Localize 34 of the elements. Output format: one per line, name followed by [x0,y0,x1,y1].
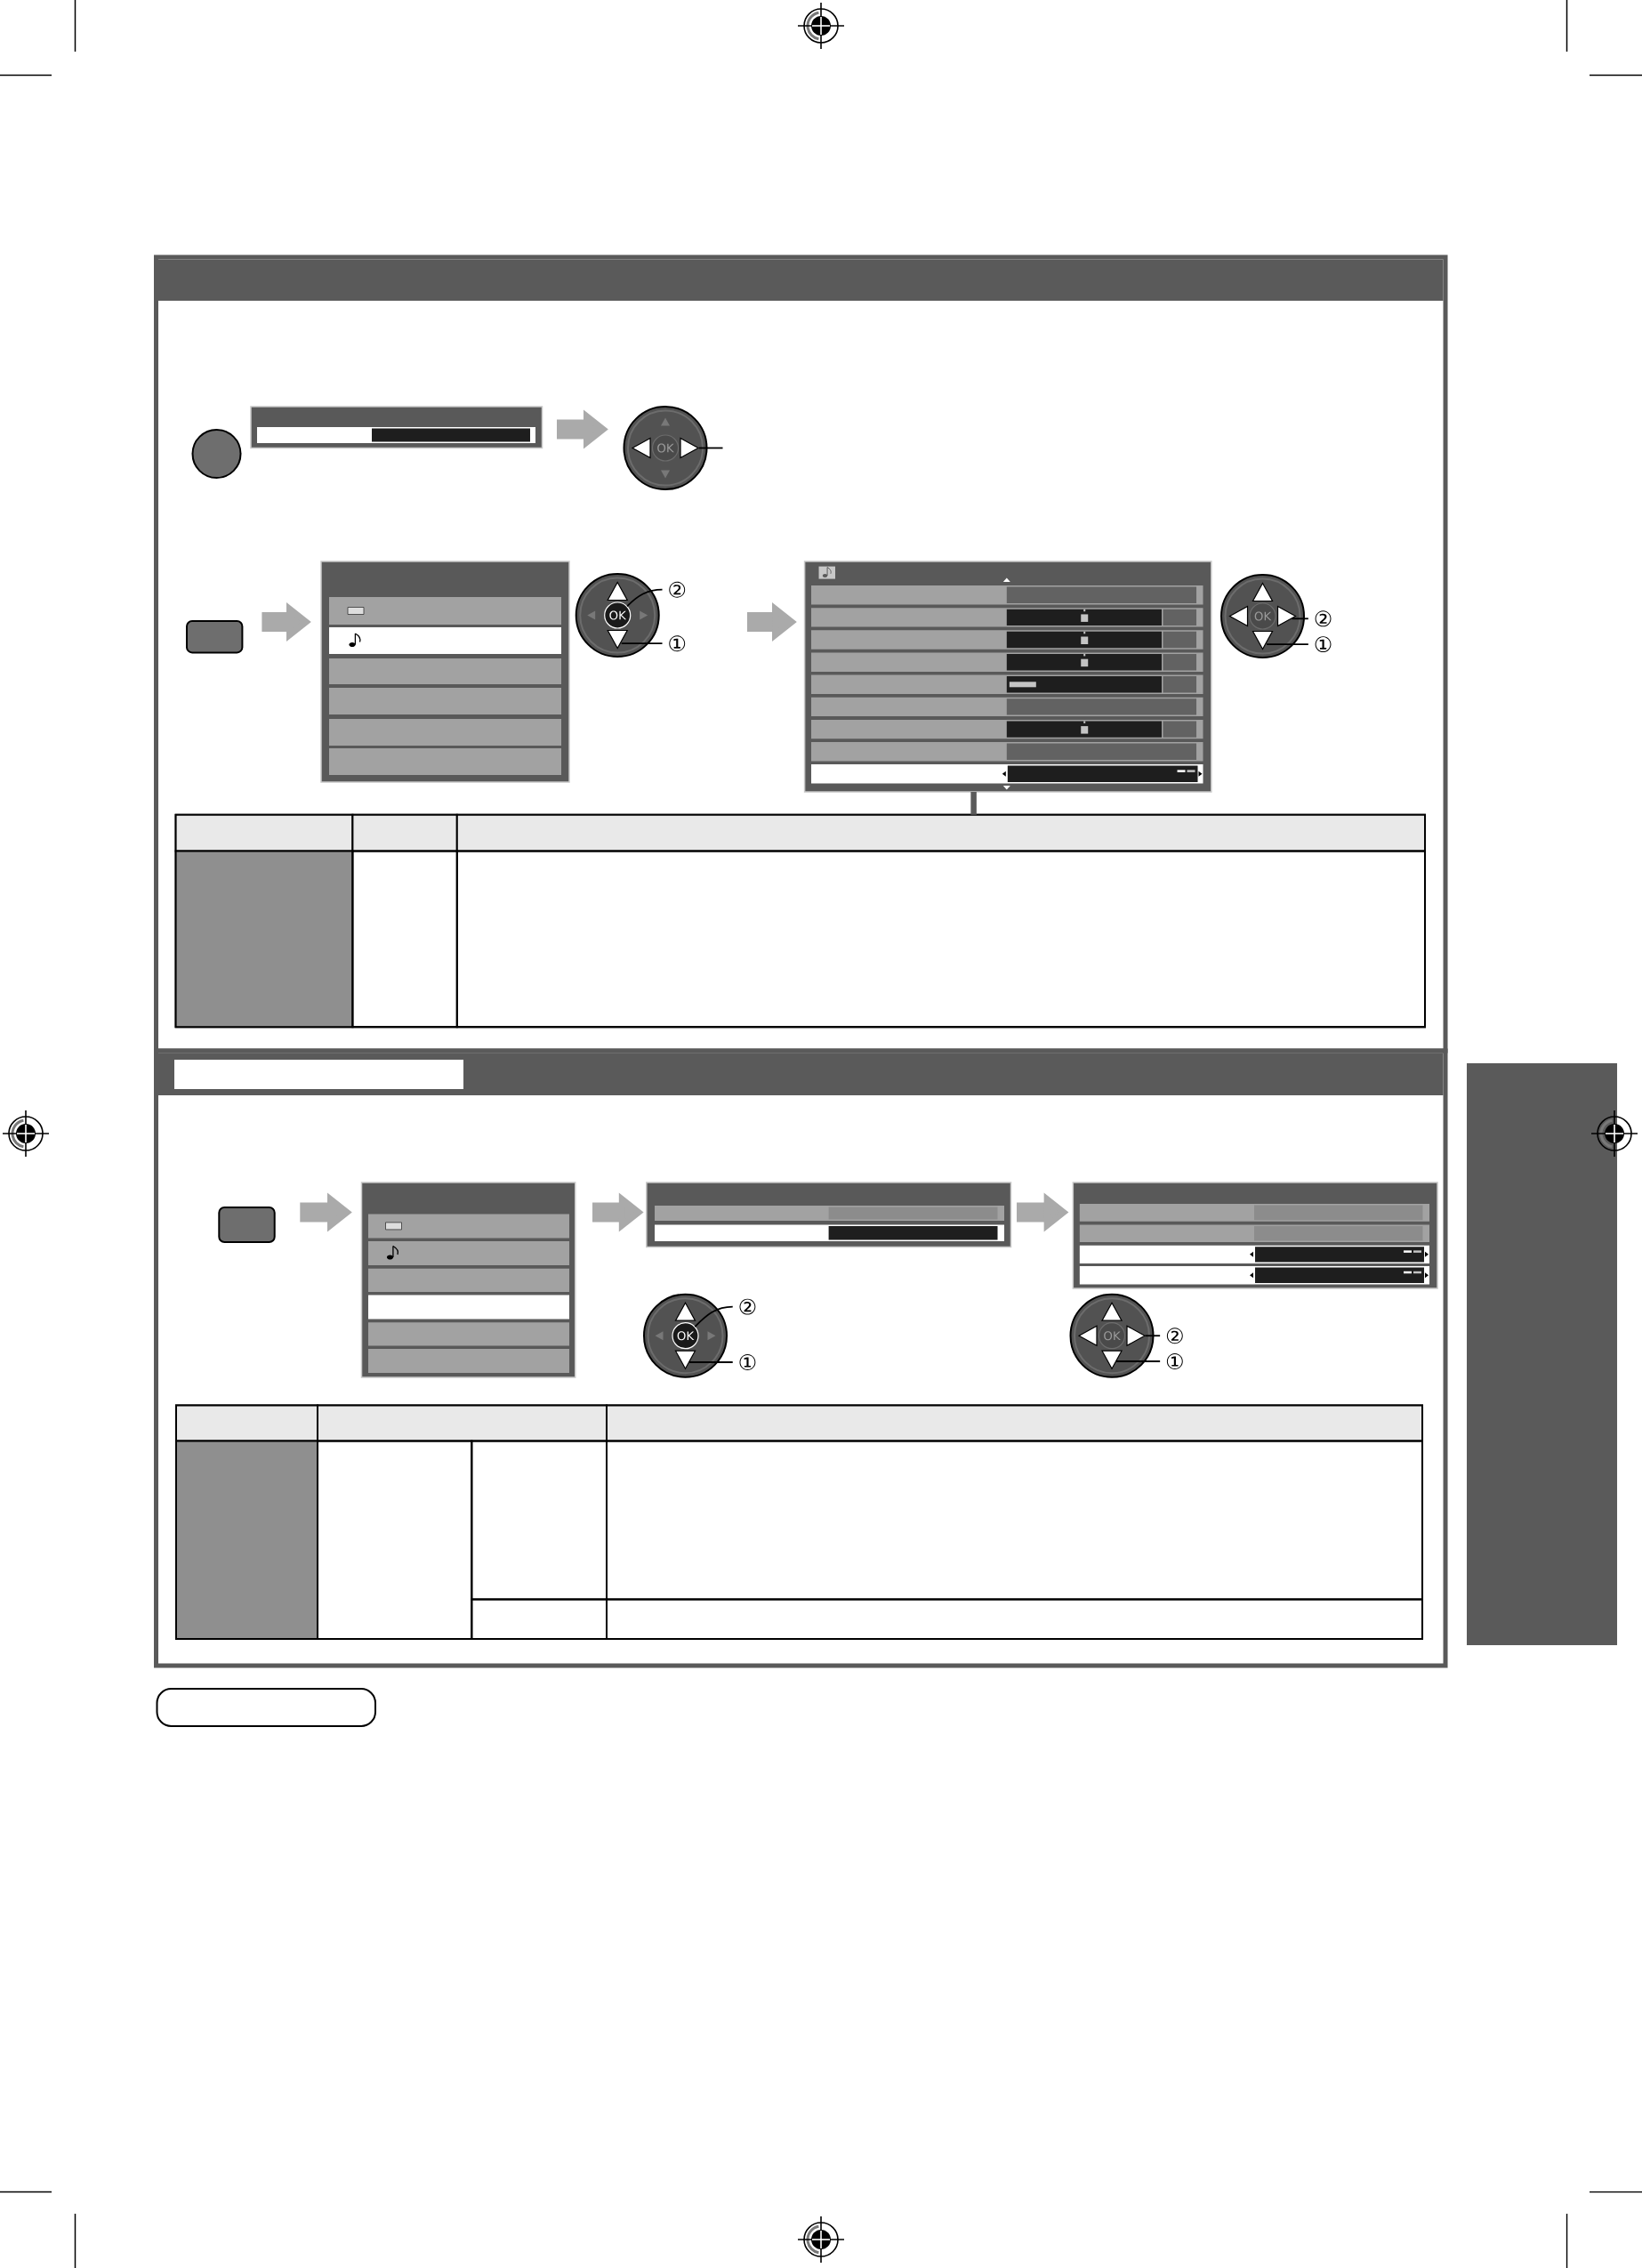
remote-button [191,429,242,479]
remote-button [186,620,244,654]
d-pad: OK [1069,1293,1155,1378]
d-pad: OK [643,1293,728,1378]
step-number: ② [1166,1328,1183,1344]
leader-line [698,447,724,449]
leader-line [694,1305,734,1328]
leader-line [620,642,664,645]
step-number: ② [739,1298,756,1315]
leader-line [626,588,664,608]
leader-line [1266,643,1309,645]
step-number: ① [669,635,686,652]
table [175,1404,1423,1641]
menu-screen [320,561,570,783]
menu-screen [360,1182,576,1378]
menu-screen [803,561,1212,793]
menu-screen [1072,1182,1438,1289]
leader-line [688,1361,734,1363]
step-number: ① [739,1354,756,1370]
table [174,813,1426,1029]
step-number: ① [1315,636,1332,653]
d-pad: OK [575,573,660,658]
leader-line [1115,1360,1162,1362]
leader-line [1291,617,1309,620]
side-tab [1467,1063,1617,1646]
remote-button [218,1207,276,1243]
step-number: ② [669,581,686,598]
step-number: ② [1315,610,1332,627]
step-number: ① [1166,1353,1183,1369]
leader-line [1144,1335,1162,1337]
menu-screen [646,1182,1012,1248]
menu-screen [250,406,543,449]
d-pad: OK [623,406,708,490]
d-pad: OK [1220,574,1305,658]
